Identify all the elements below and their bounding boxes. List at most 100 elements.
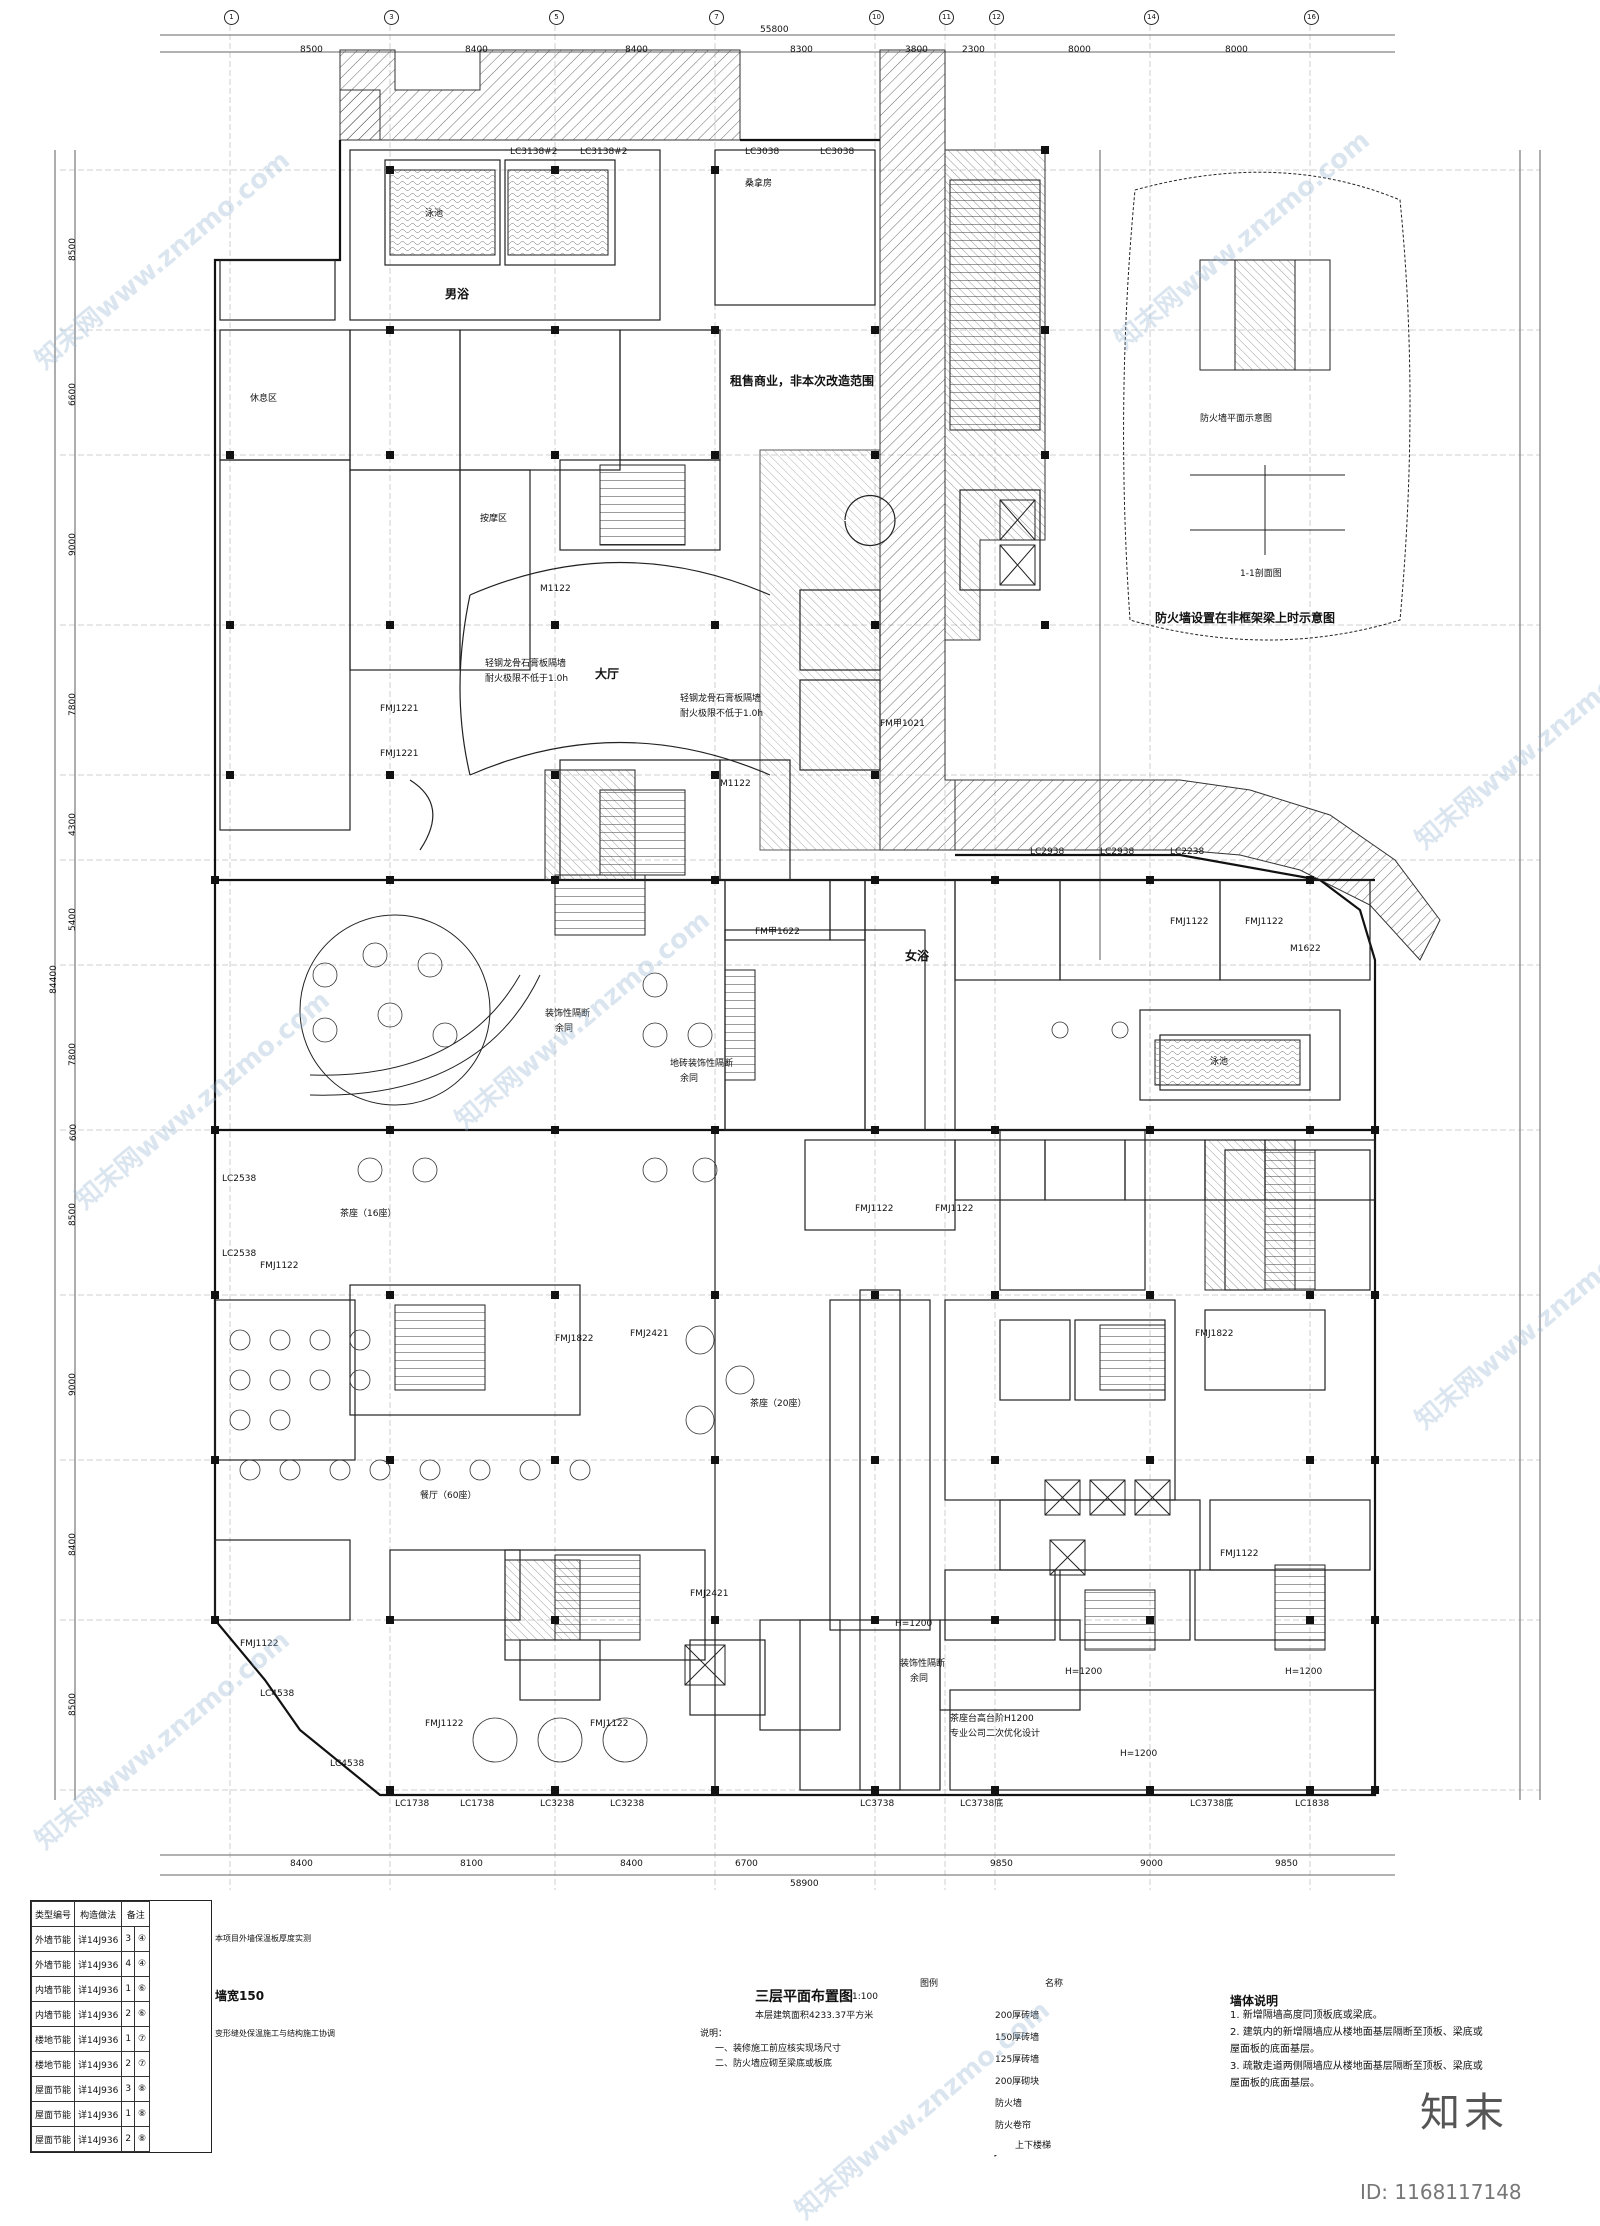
- door-label: FMJ1122: [240, 1639, 279, 1649]
- dim-bottom-5: 9850: [990, 1859, 1013, 1869]
- room-dining-16: 茶座（16座）: [340, 1209, 397, 1219]
- legend-cell: 4: [121, 1951, 136, 1977]
- room-pool-f: 泳池: [1210, 1057, 1229, 1067]
- decor-c2: 余同: [910, 1674, 929, 1684]
- legend-cell: 楼地节能: [30, 2026, 76, 2052]
- key-row: 150厚砖墙: [995, 2033, 1040, 2043]
- legend-remark-b: 墙宽150: [215, 1989, 265, 2003]
- legend-cell: ⑧: [134, 2101, 151, 2127]
- legend-cell: 详14J936: [74, 2076, 123, 2102]
- grid-bubble-16: 16: [1304, 10, 1319, 25]
- dim-left-9: 8500: [67, 1203, 78, 1226]
- brand-logo: 知末: [1420, 2090, 1508, 2136]
- counter-note: 专业公司二次优化设计: [950, 1729, 1041, 1739]
- legend-cell: ⑥: [134, 2001, 151, 2027]
- decor-b2: 余同: [680, 1074, 699, 1084]
- legend-cell: 2: [121, 2001, 136, 2027]
- window-label: LC2238: [1170, 847, 1205, 857]
- legend-cell: 1: [121, 1976, 136, 2002]
- key-row: 200厚砖墙: [995, 2011, 1040, 2021]
- grid-bubble-5: 5: [549, 10, 564, 25]
- door-label: FMJ2421: [690, 1589, 729, 1599]
- grid-bubble-1: 1: [224, 10, 239, 25]
- dim-left-7: 7800: [67, 1043, 78, 1066]
- counter-label: 茶座台高台阶H1200: [950, 1714, 1034, 1724]
- dim-top-2: 8400: [465, 45, 488, 55]
- door-label: FMJ1122: [1245, 917, 1284, 927]
- dim-left-4: 7800: [67, 693, 78, 716]
- key-row: 防火卷帘: [995, 2121, 1032, 2131]
- legend-remark-a: 本项目外墙保温板厚度实测: [215, 1934, 311, 1943]
- legend-cell: ⑧: [134, 2126, 151, 2152]
- h1200-c: H=1200: [1285, 1667, 1323, 1677]
- outer-walls: [213, 138, 1377, 1797]
- window-label: LC2938: [1100, 847, 1135, 857]
- firewall-range-title: 防火墙设置在非框架梁上时示意图: [1155, 611, 1336, 625]
- legend-cell: ⑥: [134, 1976, 151, 2002]
- dim-bottom-2: 8100: [460, 1859, 483, 1869]
- legend-cell: 2: [121, 2051, 136, 2077]
- pools: [389, 169, 1301, 1086]
- legend-header: 类型编号: [30, 1901, 76, 1927]
- key-row: 125厚砖墙: [995, 2055, 1040, 2065]
- window-label: LC3738底: [1190, 1799, 1234, 1809]
- window-label: LC1838: [1295, 1799, 1330, 1809]
- drawing-scale: 1:100: [852, 1992, 878, 2002]
- legend-cell: 1: [121, 2026, 136, 2052]
- grid-bubble-7: 7: [709, 10, 724, 25]
- dim-bottom-4: 6700: [735, 1859, 758, 1869]
- h1200-b: H=1200: [1065, 1667, 1103, 1677]
- room-lobby: 大厅: [595, 667, 620, 681]
- door-label: FMJ1822: [555, 1334, 594, 1344]
- dim-bottom-total: 58900: [790, 1879, 819, 1889]
- bottom-note-2: 一、装修施工前应核实现场尺寸: [715, 2044, 842, 2054]
- legend-cell: ④: [134, 1926, 151, 1952]
- legend-cell: 楼地节能: [30, 2051, 76, 2077]
- grid-bubble-11: 11: [939, 10, 954, 25]
- legend-cell: 详14J936: [74, 2051, 123, 2077]
- legend-cell: 详14J936: [74, 2026, 123, 2052]
- dim-bottom-7: 9850: [1275, 1859, 1298, 1869]
- door-label: FMJ1122: [590, 1719, 629, 1729]
- door-label: M1622: [1290, 944, 1321, 954]
- legend-cell: 详14J936: [74, 2126, 123, 2152]
- window-label: LC3138#2: [580, 147, 628, 157]
- grid-bubble-14: 14: [1144, 10, 1159, 25]
- round-hall: [299, 914, 541, 1106]
- dim-top-7: 8000: [1068, 45, 1091, 55]
- notes-line: 1. 新增隔墙高度同顶板底或梁底。: [1230, 2010, 1383, 2021]
- image-id: ID: 1168117148: [1360, 2180, 1522, 2204]
- door-label: FMJ1122: [1220, 1549, 1259, 1559]
- door-label: FMJ2421: [630, 1329, 669, 1339]
- window-label: LC3138#2: [510, 147, 558, 157]
- legend-cell: 屋面节能: [30, 2101, 76, 2127]
- window-label: LC3238: [610, 1799, 645, 1809]
- legend-cell: 详14J936: [74, 1951, 123, 1977]
- legend-cell: 详14J936: [74, 1926, 123, 1952]
- legend-header: 构造做法: [74, 1901, 123, 1927]
- legend-cell: ⑧: [134, 2076, 151, 2102]
- firewall-detail-title: 防火墙平面示意图: [1200, 414, 1273, 424]
- drawing-title: 三层平面布置图: [755, 1989, 853, 2005]
- dim-top-3: 8400: [625, 45, 648, 55]
- legend-cell: 内墙节能: [30, 2001, 76, 2027]
- room-dining-20: 茶座（20座）: [750, 1399, 807, 1409]
- notes-line: 2. 建筑内的新增隔墙应从楼地面基层隔断至顶板、梁底或: [1230, 2027, 1483, 2038]
- window-label: LC1738: [460, 1799, 495, 1809]
- notes-heading: 墙体说明: [1230, 1994, 1279, 2008]
- dim-left-11: 8400: [67, 1533, 78, 1556]
- dim-left-total: 84400: [48, 965, 59, 994]
- key-header: 图例: [920, 1979, 939, 1989]
- window-label: LC2538: [222, 1249, 257, 1259]
- staircases: [394, 179, 1326, 1651]
- bottom-note-1: 说明：: [700, 2029, 728, 2039]
- decor-a2: 余同: [555, 1024, 574, 1034]
- dim-left-5: 4300: [67, 813, 78, 836]
- elevators: [684, 499, 1171, 1686]
- decor-a: 装饰性隔断: [545, 1009, 591, 1019]
- window-label: LC1738: [395, 1799, 430, 1809]
- legend-cell: 3: [121, 2076, 136, 2102]
- legend-cell: 内墙节能: [30, 1976, 76, 2002]
- dim-bottom-3: 8400: [620, 1859, 643, 1869]
